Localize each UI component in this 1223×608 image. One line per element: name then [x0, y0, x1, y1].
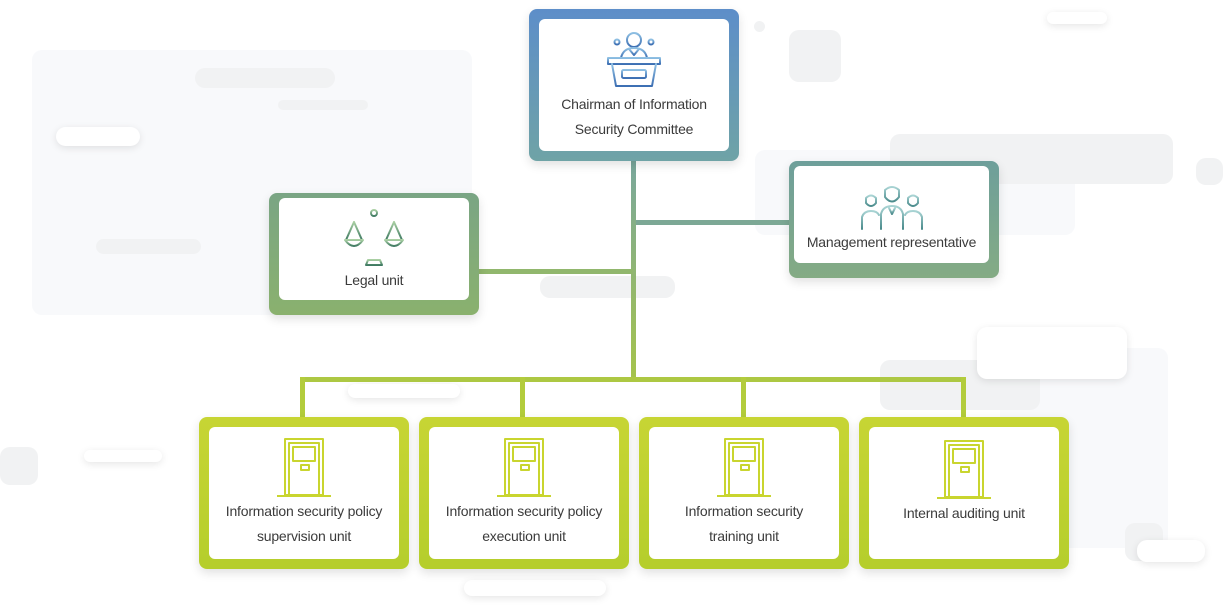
connector-unit-1 — [300, 377, 305, 419]
background-square — [0, 447, 38, 485]
internal-auditing-unit-node: Internal auditing unit — [859, 417, 1069, 569]
unit-label-line1: Information security — [684, 503, 804, 519]
door-icon — [717, 438, 771, 497]
management-card: Management representative — [794, 166, 989, 263]
unit-label-line1: Information security policy — [445, 503, 603, 519]
background-square — [1196, 158, 1223, 185]
door-icon — [497, 438, 551, 497]
chairman-card: Chairman of Information Security Committ… — [539, 19, 729, 151]
chairman-label-line1: Chairman of Information — [561, 96, 707, 112]
legal-label: Legal unit — [344, 272, 404, 288]
unit-card: Information security policy execution un… — [429, 427, 619, 559]
unit-label-line2: supervision unit — [256, 528, 352, 544]
background-bar — [278, 100, 368, 110]
background-card — [977, 327, 1127, 379]
scales-of-justice-icon — [344, 209, 404, 266]
trunk-line — [631, 160, 636, 382]
management-representative-node: Management representative — [789, 161, 999, 278]
unit-label: Information security training unit — [685, 499, 803, 549]
unit-label: Internal auditing unit — [903, 501, 1025, 526]
unit-label-line2: execution unit — [482, 528, 566, 544]
unit-card: Internal auditing unit — [869, 427, 1059, 559]
team-people-icon — [860, 186, 923, 230]
background-chip — [464, 580, 606, 596]
connector-unit-2 — [520, 377, 525, 419]
background-bar — [96, 239, 201, 254]
connector-unit-3 — [741, 377, 746, 419]
unit-card: Information security policy supervision … — [209, 427, 399, 559]
background-bar — [540, 276, 675, 298]
policy-execution-unit-node: Information security policy execution un… — [419, 417, 629, 569]
policy-supervision-unit-node: Information security policy supervision … — [199, 417, 409, 569]
legal-card: Legal unit — [279, 198, 469, 300]
training-unit-node: Information security training unit — [639, 417, 849, 569]
chairman-node: Chairman of Information Security Committ… — [529, 9, 739, 161]
connector-legal — [478, 269, 633, 274]
background-chip — [348, 384, 460, 398]
unit-label-line2: training unit — [709, 528, 779, 544]
door-icon — [277, 438, 331, 497]
background-chip — [56, 127, 140, 146]
unit-label-line1: Information security policy — [225, 503, 383, 519]
background-chip — [1137, 540, 1205, 562]
door-icon — [937, 440, 991, 499]
background-chip — [84, 450, 162, 462]
chairman-label-line2: Security Committee — [574, 121, 694, 137]
management-label: Management representative — [806, 234, 977, 250]
unit-card: Information security training unit — [649, 427, 839, 559]
unit-label-line1: Internal auditing unit — [903, 505, 1025, 521]
background-chip — [1047, 12, 1107, 24]
unit-label: Information security policy supervision … — [225, 499, 383, 549]
background-bar — [195, 68, 335, 88]
connector-bottom-bus — [300, 377, 966, 382]
background-square — [789, 30, 841, 82]
chairman-label: Chairman of Information Security Committ… — [561, 92, 707, 142]
unit-label: Information security policy execution un… — [445, 499, 603, 549]
background-dot — [754, 21, 765, 32]
connector-unit-4 — [961, 377, 966, 419]
legal-unit-node: Legal unit — [269, 193, 479, 315]
connector-management — [636, 220, 791, 225]
speaker-podium-icon — [607, 32, 661, 87]
